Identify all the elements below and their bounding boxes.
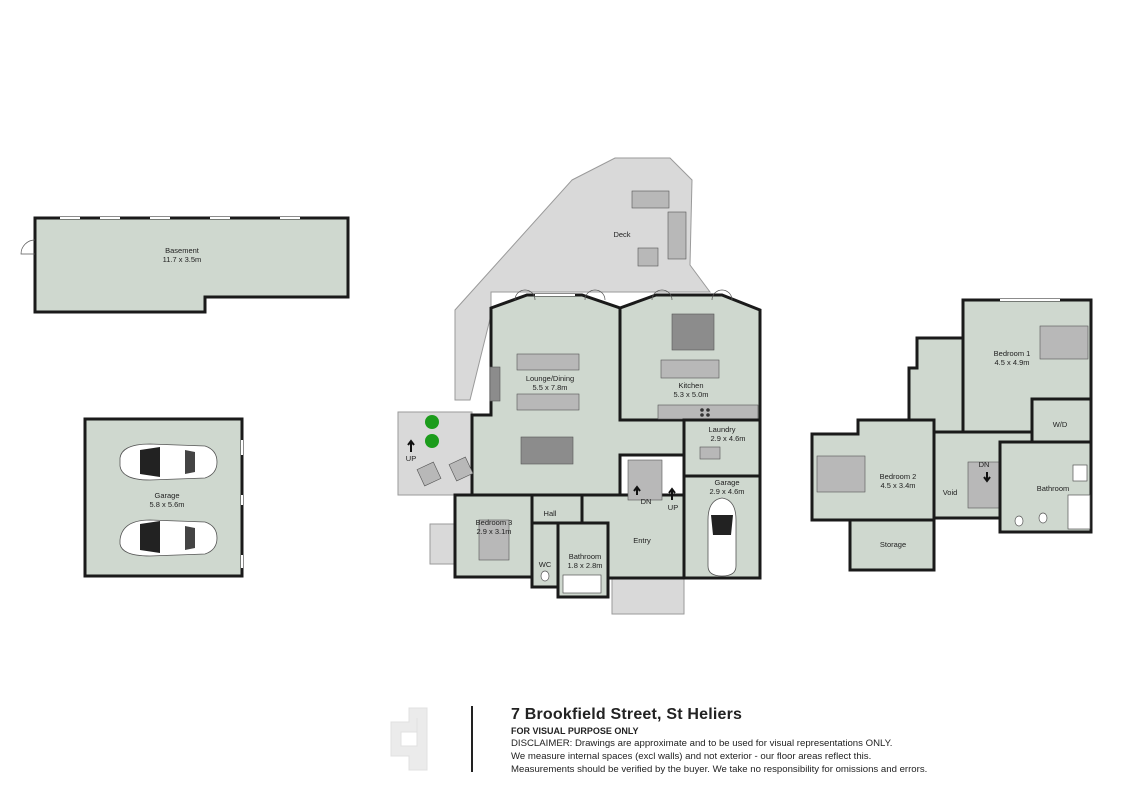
deck-label: Deck [613,230,630,239]
laundry-room [682,418,762,478]
car-icon [119,519,218,557]
toilet-icon [540,570,550,582]
property-address: 7 Brookfield Street, St Heliers [511,706,743,723]
garage-main-label: Garage [714,478,739,487]
disclaimer-line-3: Measurements should be verified by the b… [511,764,928,775]
bedroom3-room [453,493,534,579]
bed-icon [478,519,510,561]
staircase-icon [967,461,1001,509]
lounge-dining-dims: 5.5 x 7.8m [532,383,567,392]
disclaimer-line-1: DISCLAIMER: Drawings are approximate and… [511,738,893,749]
entry-label: Entry [633,536,651,545]
patio-chair-icon [416,461,442,487]
ground-floor: Deck Lounge/Dining 5.5 x 7.8m Kitchen 5.… [397,157,762,615]
plant-icon [425,434,439,448]
visual-purpose-note: FOR VISUAL PURPOSE ONLY [511,726,639,736]
footer-text: 7 Brookfield Street, St Heliers FOR VISU… [511,704,1011,776]
car-icon [707,497,737,577]
footer: 7 Brookfield Street, St Heliers FOR VISU… [387,700,1007,790]
arrow-icon [407,439,415,452]
storage-room [848,518,936,572]
sofa-icon [516,353,580,371]
bathroom-ground-dims: 1.8 x 2.8m [567,561,602,570]
plant-icon [425,415,439,429]
garage-main-dims: 2.9 x 4.6m [709,487,744,496]
bedroom2-dims: 4.5 x 3.4m [880,481,915,490]
kitchen-label: Kitchen [678,381,703,390]
void-label: Void [943,488,958,497]
stairs-dn-upper-label: DN [979,460,990,469]
car-icon [119,443,218,481]
bedroom1-label: Bedroom 1 [994,349,1031,358]
kitchen-dims: 5.3 x 5.0m [673,390,708,399]
toilet-icon [1038,512,1048,524]
footer-divider [471,706,473,772]
hall-label: Hall [544,509,557,518]
staircase-icon [627,459,663,501]
bedroom2-room [810,418,936,522]
wd-label: W/D [1053,420,1068,429]
dining-table-icon [520,436,574,465]
disclaimer-line-2: We measure internal spaces (excl walls) … [511,751,872,762]
basement-label: Basement [165,246,200,255]
washer-icon [699,446,721,460]
hall-room [530,493,584,525]
wc-label: WC [539,560,552,569]
fireplace-icon [489,366,501,402]
storage-label: Storage [880,540,906,549]
kitchen-island-icon [660,359,720,379]
basement-dims: 11.7 x 3.5m [163,255,202,264]
outdoor-sofa-icon [667,211,687,260]
entry-porch [611,577,685,615]
kitchen-table-icon [671,313,715,351]
toilet-icon [1014,515,1024,527]
kitchen-room [618,293,762,422]
vanity-icon [1072,464,1088,482]
bedroom3-dims: 2.9 x 3.1m [476,527,511,536]
basement-room: Basement 11.7 x 3.5m [20,216,350,314]
garage-detached-dims: 5.8 x 5.6m [149,500,184,509]
stairs-dn-label: DN [641,497,652,506]
upper-corridor [907,336,965,434]
sofa-icon [516,393,580,411]
stairs-up-label: UP [668,503,678,512]
laundry-label: Laundry [708,425,735,434]
bedroom1-dims: 4.5 x 4.9m [994,358,1029,367]
shower-icon [1067,494,1091,530]
bedroom2-label: Bedroom 2 [880,472,917,481]
cooktop-icon [700,408,710,417]
bedroom3-label: Bedroom 3 [476,518,513,527]
bed-icon [1039,325,1089,360]
outdoor-sofa-icon [631,190,670,209]
upper-floor: Bedroom 1 4.5 x 4.9m W/D Bedroom 2 4.5 x… [810,298,1093,572]
bed-icon [816,455,866,493]
arrow-icon [668,487,676,500]
patio-chair-icon [448,456,474,482]
arrow-icon [633,485,641,495]
bathroom-ground-label: Bathroom [569,552,602,561]
wd-room [1030,397,1093,444]
outdoor-chair-icon [637,247,659,267]
lounge-dining-label: Lounge/Dining [526,374,574,383]
bathroom-upper-label: Bathroom [1037,484,1070,493]
arrow-icon [983,472,991,483]
detached-garage-room: Garage 5.8 x 5.6m [83,417,244,578]
laundry-dims: 2.9 x 4.6m [710,434,745,443]
company-logo [390,707,428,771]
garage-detached-label: Garage [154,491,179,500]
stairs-up-left-label: UP [406,454,416,463]
bathtub-icon [562,574,602,594]
